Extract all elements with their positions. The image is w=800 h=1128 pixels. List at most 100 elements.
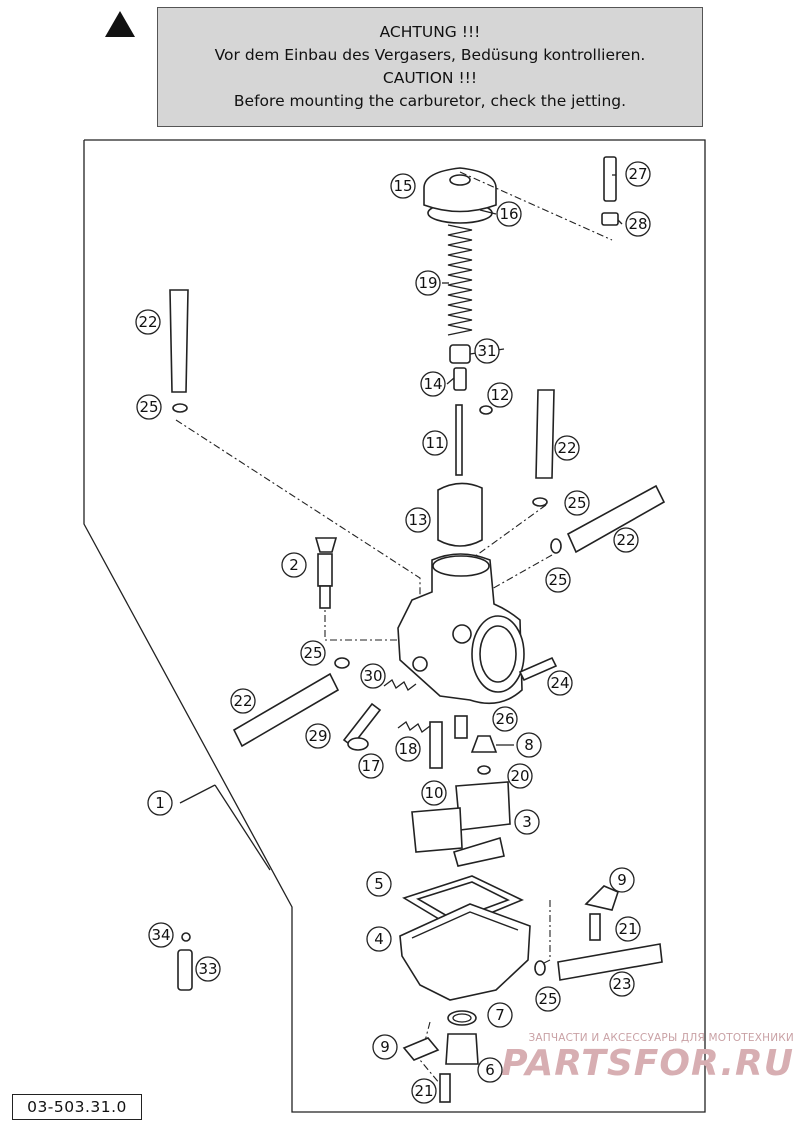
drawing-number: 03-503.31.0	[12, 1094, 142, 1120]
callout-leaders	[179, 174, 623, 871]
callout-4: 4	[366, 926, 392, 952]
svg-text:27: 27	[628, 165, 647, 183]
svg-text:21: 21	[414, 1082, 433, 1100]
svg-text:25: 25	[567, 494, 586, 512]
callout-15: 15	[390, 173, 416, 199]
callout-20: 20	[507, 763, 533, 789]
svg-text:21: 21	[618, 920, 637, 938]
callout-30: 30	[360, 663, 386, 689]
callout-25-c: 25	[545, 567, 571, 593]
svg-text:24: 24	[550, 674, 569, 692]
svg-text:22: 22	[557, 439, 576, 457]
callout-22-left: 22	[230, 688, 256, 714]
callout-11: 11	[422, 430, 448, 456]
callout-28: 28	[625, 211, 651, 237]
callout-23: 23	[609, 971, 635, 997]
caution-notice: ACHTUNG !!! Vor dem Einbau des Vergasers…	[157, 7, 703, 127]
callout-25-b: 25	[564, 490, 590, 516]
svg-text:22: 22	[233, 692, 252, 710]
callout-34: 34	[148, 922, 174, 948]
svg-text:22: 22	[138, 313, 157, 331]
svg-text:20: 20	[510, 767, 529, 785]
callout-9-top: 9	[609, 867, 635, 893]
svg-text:31: 31	[477, 342, 496, 360]
svg-text:25: 25	[538, 990, 557, 1008]
svg-text:12: 12	[490, 386, 509, 404]
svg-text:6: 6	[485, 1061, 495, 1079]
callout-5: 5	[366, 871, 392, 897]
carb-cap-drawing	[423, 167, 497, 224]
callout-25-e: 25	[535, 986, 561, 1012]
callout-9-bottom: 9	[372, 1034, 398, 1060]
callout-1: 1	[147, 790, 173, 816]
callout-21-bottom: 21	[411, 1078, 437, 1104]
callout-3: 3	[514, 809, 540, 835]
svg-text:25: 25	[303, 644, 322, 662]
callout-17: 17	[358, 753, 384, 779]
svg-text:8: 8	[524, 736, 534, 754]
caution-text-de: Vor dem Einbau des Vergasers, Bedüsung k…	[214, 46, 646, 64]
callout-7: 7	[487, 1002, 513, 1028]
watermark: ЗАПЧАСТИ И АКСЕССУАРЫ ДЛЯ МОТОТЕХНИКИ PA…	[484, 1032, 794, 1084]
carburetor-body-drawing	[397, 553, 525, 705]
svg-text:30: 30	[363, 667, 382, 685]
callout-16: 16	[496, 201, 522, 227]
svg-text:16: 16	[499, 205, 518, 223]
svg-text:9: 9	[380, 1038, 390, 1056]
air-screw-drawing	[314, 537, 338, 609]
svg-text:1: 1	[155, 794, 165, 812]
svg-text:9: 9	[617, 871, 627, 889]
callout-22-right-top: 22	[554, 435, 580, 461]
float-bowl-drawing	[399, 903, 531, 1001]
svg-text:17: 17	[361, 757, 380, 775]
callout-26: 26	[492, 706, 518, 732]
callout-31: 31	[474, 338, 500, 364]
caution-text-en: Before mounting the carburetor, check th…	[233, 92, 627, 110]
watermark-tagline: ЗАПЧАСТИ И АКСЕССУАРЫ ДЛЯ МОТОТЕХНИКИ	[528, 1032, 794, 1044]
callout-25-d: 25	[300, 640, 326, 666]
float-drawing	[411, 781, 511, 867]
warning-triangle-icon	[105, 11, 135, 37]
svg-text:10: 10	[424, 784, 443, 802]
callout-25-a: 25	[136, 394, 162, 420]
svg-text:18: 18	[398, 740, 417, 758]
svg-text:19: 19	[418, 274, 437, 292]
svg-text:14: 14	[423, 375, 442, 393]
svg-text:28: 28	[628, 215, 647, 233]
watermark-brand: PARTSFOR.RU	[501, 1043, 794, 1084]
callout-22-right: 22	[613, 527, 639, 553]
callout-10: 10	[421, 780, 447, 806]
callout-12: 12	[487, 382, 513, 408]
svg-text:11: 11	[425, 434, 444, 452]
caution-heading-en: CAUTION !!!	[382, 69, 478, 87]
assembly-outline	[83, 139, 706, 1113]
callout-29: 29	[305, 723, 331, 749]
svg-text:13: 13	[408, 511, 427, 529]
svg-text:29: 29	[308, 727, 327, 745]
callout-27: 27	[625, 161, 651, 187]
svg-text:25: 25	[548, 571, 567, 589]
callout-21-right: 21	[615, 916, 641, 942]
throttle-spring-drawing	[447, 224, 473, 336]
callout-6: 6	[477, 1057, 503, 1083]
svg-text:22: 22	[616, 531, 635, 549]
callout-2: 2	[281, 552, 307, 578]
svg-text:2: 2	[289, 556, 299, 574]
svg-text:7: 7	[495, 1006, 505, 1024]
svg-text:5: 5	[374, 875, 384, 893]
callout-8: 8	[516, 732, 542, 758]
callout-18: 18	[395, 736, 421, 762]
callout-14: 14	[420, 371, 446, 397]
callout-24: 24	[547, 670, 573, 696]
svg-text:15: 15	[393, 177, 412, 195]
svg-text:34: 34	[151, 926, 170, 944]
callout-19: 19	[415, 270, 441, 296]
vent-hose-drawings	[169, 289, 666, 981]
svg-text:4: 4	[374, 930, 384, 948]
caution-heading-de: ACHTUNG !!!	[379, 23, 481, 41]
svg-text:26: 26	[495, 710, 514, 728]
svg-text:23: 23	[612, 975, 631, 993]
callout-22-left-top: 22	[135, 309, 161, 335]
svg-text:33: 33	[198, 960, 217, 978]
